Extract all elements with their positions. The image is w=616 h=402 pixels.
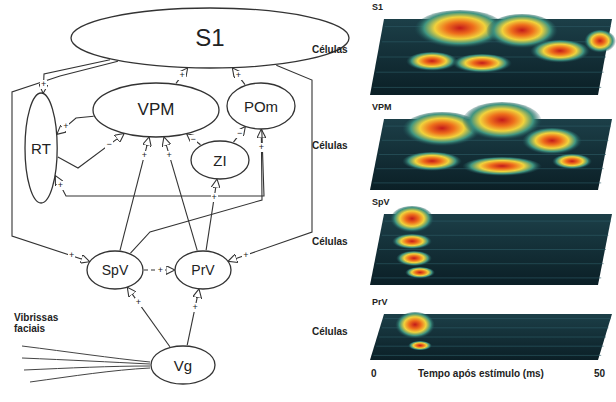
plot-label: PrV [372,298,388,308]
sign-label: + [258,143,265,152]
sign-label: + [62,122,69,131]
node-label: VPM [138,100,175,120]
plot-label: S1 [372,3,383,13]
pathway-connector [187,134,200,144]
sign-label: + [166,151,173,160]
pathway-connector [187,290,199,345]
sign-label: − [190,135,197,144]
pathway-connector [233,69,245,85]
activity-peak [405,267,435,279]
pathway-connector [176,69,187,84]
axis-label: Células [312,326,348,337]
nucleus-ellipse: POm [226,82,296,130]
surface-row [373,355,601,356]
activity-peak [402,152,462,172]
sign-label: + [157,266,164,275]
node-label: ZI [213,152,226,169]
sign-label: − [105,140,112,149]
activity-peak [452,54,512,74]
node-label: RT [31,140,51,157]
plot-label: VPM [372,103,392,113]
node-label: SpV [102,262,128,278]
node-label: POm [244,98,278,115]
sign-label: + [178,71,185,80]
ganglion-ellipse: Vg [150,345,216,385]
pathway-connector [234,127,245,142]
activity-peak [522,128,582,156]
pathway-connector [56,130,264,196]
axis-label: Células [312,140,348,151]
whisker-label: Vibrissas faciais [14,312,76,334]
sign-label: + [57,181,64,190]
pathway-connector [206,180,217,250]
activity-peak [406,52,458,72]
axis-label: Células [312,44,348,55]
pathway-connector [58,134,124,168]
sign-label: + [235,71,242,80]
surface-row [373,277,601,278]
activity-peak [390,206,434,234]
nucleus-ellipse: RT [24,92,58,204]
nucleus-ellipse: SpV [86,250,144,290]
pathway-connector [120,138,149,251]
node-label: Vg [174,357,192,374]
sign-label: + [242,251,249,260]
activity-peak [530,40,590,64]
nucleus-ellipse: PrV [174,250,232,290]
sign-label: + [40,80,47,89]
activity-peak [395,312,435,340]
plot-label: 0 [371,368,377,379]
sign-label: + [211,193,218,202]
node-label: PrV [191,262,214,278]
whiskers [22,346,150,382]
sign-label: + [68,251,75,260]
sign-label: + [191,303,198,312]
activity-peak [408,341,432,351]
plot-label: 50 [594,368,605,379]
plot-label: Tempo após estímulo (ms) [418,368,544,379]
pathway-connector [58,116,94,134]
sign-label: + [141,151,148,160]
cortex-ellipse: S1 [70,7,350,69]
activity-peak [552,154,592,170]
node-label: S1 [195,24,224,52]
surface-row [373,182,601,183]
activity-peak [462,157,542,177]
plot-label: SpV [372,198,390,208]
pathway-connector [131,130,263,253]
nucleus-ellipse: VPM [92,82,220,138]
sign-label: + [135,298,142,307]
axis-label: Células [312,236,348,247]
surface-row [373,87,601,88]
pathway-connector [43,60,110,93]
nucleus-ellipse: ZI [190,140,250,180]
pathway-connector [128,288,170,347]
sign-label: − [236,129,243,138]
activity-peak [392,234,432,250]
activity-peak [396,251,432,267]
